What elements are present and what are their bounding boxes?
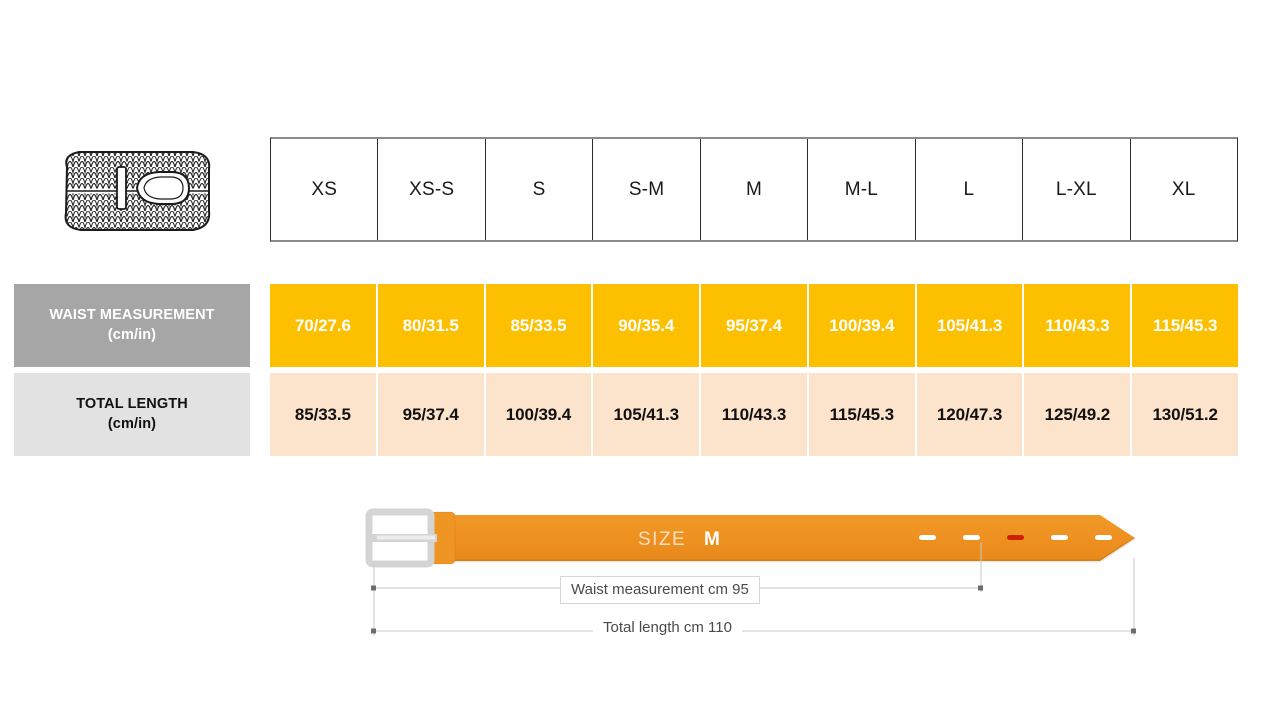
size-header-cell: M xyxy=(701,139,809,240)
size-header-cell: L xyxy=(916,139,1024,240)
size-header-cell: XS xyxy=(271,139,379,240)
belt-hole-active xyxy=(1007,535,1024,540)
total-length-cells: 85/33.5 95/37.4 100/39.4 105/41.3 110/43… xyxy=(270,373,1239,456)
size-header-cell: S-M xyxy=(593,139,701,240)
belt-hole xyxy=(1051,535,1068,540)
waist-value-cell: 90/35.4 xyxy=(593,284,702,367)
waist-value-cell: 85/33.5 xyxy=(485,284,594,367)
belt-strap xyxy=(425,515,1136,563)
waist-dimension-label: Waist measurement cm 95 xyxy=(560,576,760,604)
belt-size-value: M xyxy=(704,529,720,550)
waist-value-cell: 70/27.6 xyxy=(270,284,378,367)
waist-value-cell: 100/39.4 xyxy=(808,284,917,367)
length-value-cell: 130/51.2 xyxy=(1132,373,1239,456)
total-length-label-main: TOTAL LENGTH xyxy=(76,395,188,412)
length-value-cell: 120/47.3 xyxy=(916,373,1025,456)
length-value-cell: 95/37.4 xyxy=(377,373,486,456)
size-header-cell: XS-S xyxy=(378,139,486,240)
waist-value-cell: 95/37.4 xyxy=(701,284,809,367)
belt-hole xyxy=(963,535,980,540)
braided-belt-illustration xyxy=(55,145,225,240)
size-header-cell: L-XL xyxy=(1023,139,1131,240)
length-value-cell: 125/49.2 xyxy=(1024,373,1133,456)
total-length-label: TOTAL LENGTH (cm/in) xyxy=(14,373,250,456)
length-value-cell: 115/45.3 xyxy=(808,373,917,456)
size-header-table: XS XS-S S S-M M M-L L L-XL XL xyxy=(270,137,1238,242)
belt-measurement-diagram: SIZE M xyxy=(355,500,1155,660)
belt-keeper-loop xyxy=(431,512,455,564)
dimension-extension-lines xyxy=(373,542,1135,636)
waist-measurement-label-units: (cm/in) xyxy=(107,326,157,343)
waist-measurement-label-main: WAIST MEASUREMENT xyxy=(49,306,215,323)
belt-holes xyxy=(919,535,1112,540)
length-value-cell: 105/41.3 xyxy=(593,373,702,456)
waist-value-cell: 110/43.3 xyxy=(1024,284,1133,367)
length-value-cell: 85/33.5 xyxy=(270,373,378,456)
waist-value-cell: 115/45.3 xyxy=(1132,284,1239,367)
waist-value-cell: 80/31.5 xyxy=(377,284,486,367)
belt-size-prefix: SIZE xyxy=(638,529,686,550)
row-gap xyxy=(250,373,270,456)
belt-hole xyxy=(1095,535,1112,540)
length-value-cell: 100/39.4 xyxy=(485,373,594,456)
waist-measurement-row: WAIST MEASUREMENT (cm/in) 70/27.6 80/31.… xyxy=(14,284,1239,367)
total-length-label-units: (cm/in) xyxy=(107,415,157,432)
waist-measurement-label: WAIST MEASUREMENT (cm/in) xyxy=(14,284,250,367)
waist-value-cell: 105/41.3 xyxy=(916,284,1025,367)
waist-measurement-cells: 70/27.6 80/31.5 85/33.5 90/35.4 95/37.4 … xyxy=(270,284,1239,367)
length-value-cell: 110/43.3 xyxy=(701,373,809,456)
size-header-cell: M-L xyxy=(808,139,916,240)
total-length-row: TOTAL LENGTH (cm/in) 85/33.5 95/37.4 100… xyxy=(14,373,1239,456)
belt-hole xyxy=(919,535,936,540)
size-header-cell: S xyxy=(486,139,594,240)
total-length-dimension-label: Total length cm 110 xyxy=(593,617,742,638)
total-length-dimension-line xyxy=(371,628,1136,634)
belt-buckle xyxy=(365,508,437,568)
size-header-cell: XL xyxy=(1171,178,1196,200)
row-gap xyxy=(250,284,270,367)
